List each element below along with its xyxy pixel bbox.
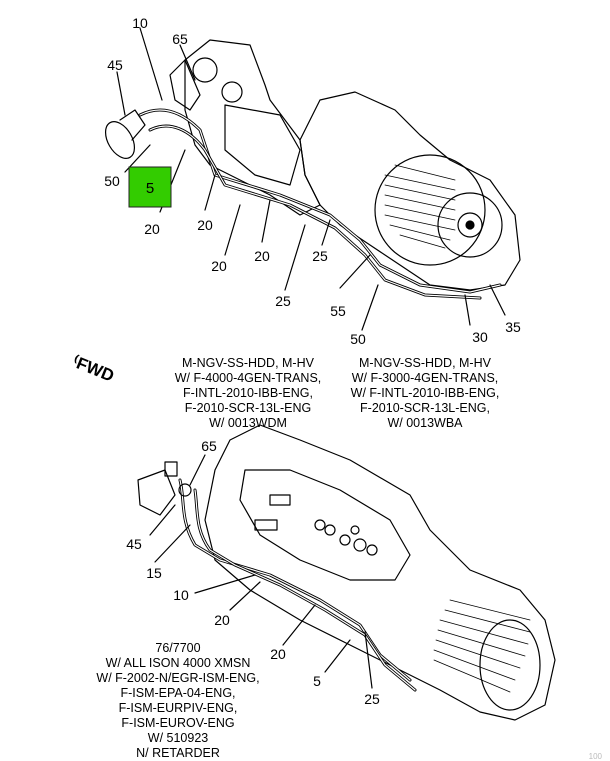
caption-line: F-INTL-2010-IBB-ENG,	[183, 386, 313, 400]
caption-right: M-NGV-SS-HDD, M-HV W/ F-3000-4GEN-TRANS,…	[340, 356, 510, 431]
callout-45-bottom[interactable]: 45	[126, 536, 142, 552]
caption-line: W/ F-INTL-2010-IBB-ENG,	[350, 386, 500, 400]
callout-5-bottom[interactable]: 5	[313, 673, 321, 689]
caption-left: M-NGV-SS-HDD, M-HV W/ F-4000-4GEN-TRANS,…	[163, 356, 333, 431]
torque-converter-top	[374, 154, 486, 266]
callout-20-b[interactable]: 20	[197, 217, 213, 233]
callout-25-b[interactable]: 25	[275, 293, 291, 309]
caption-line: W/ F-3000-4GEN-TRANS,	[351, 371, 499, 385]
engine-block-top	[184, 39, 321, 216]
caption-line: W/ 510923	[147, 731, 209, 745]
callout-50-b[interactable]: 50	[350, 331, 366, 347]
callout-20-c[interactable]: 20	[211, 258, 227, 274]
transmission-housing-top	[299, 91, 521, 291]
corner-mark: 100	[588, 752, 602, 761]
caption-line: W/ F-2002-N/EGR-ISM-ENG,	[96, 671, 260, 685]
callout-20-d[interactable]: 20	[254, 248, 270, 264]
callout-65-top[interactable]: 65	[172, 31, 188, 47]
callout-20-f[interactable]: 20	[270, 646, 286, 662]
caption-line: M-NGV-SS-HDD, M-HV	[359, 356, 491, 370]
caption-line: M-NGV-SS-HDD, M-HV	[182, 356, 314, 370]
caption-line: N/ RETARDER	[136, 746, 220, 760]
callout-15[interactable]: 15	[146, 565, 162, 581]
caption-line: F-ISM-EURPIV-ENG,	[118, 701, 238, 715]
caption-line: F-2010-SCR-13L-ENG	[184, 401, 312, 415]
caption-line: F-ISM-EPA-04-ENG,	[120, 686, 236, 700]
highlighted-part-label: 5	[146, 180, 154, 197]
caption-bottom: 76/7700 W/ ALL ISON 4000 XMSN W/ F-2002-…	[78, 641, 278, 761]
caption-line: W/ ALL ISON 4000 XMSN	[105, 656, 251, 670]
callout-20-e[interactable]: 20	[214, 612, 230, 628]
callout-25-bottom[interactable]: 25	[364, 691, 380, 707]
caption-line: F-2010-SCR-13L-ENG,	[360, 401, 490, 415]
callout-65-bottom[interactable]: 65	[201, 438, 217, 454]
caption-line: F-ISM-EUROV-ENG	[121, 716, 235, 730]
callout-50-top[interactable]: 50	[104, 173, 120, 189]
callout-30[interactable]: 30	[472, 329, 488, 345]
caption-line: W/ F-4000-4GEN-TRANS,	[174, 371, 322, 385]
highlighted-part-box[interactable]	[128, 166, 172, 208]
callout-10-bottom[interactable]: 10	[173, 587, 189, 603]
transmission-housing-bottom	[204, 424, 556, 721]
callout-45-top[interactable]: 45	[107, 57, 123, 73]
caption-line: 76/7700	[155, 641, 201, 655]
callout-35[interactable]: 35	[505, 319, 521, 335]
callout-10-top[interactable]: 10	[132, 15, 148, 31]
elbow-fitting-top	[104, 121, 136, 159]
caption-line: W/ 0013WDM	[209, 416, 287, 430]
callout-55[interactable]: 55	[330, 303, 346, 319]
callout-25-a[interactable]: 25	[312, 248, 328, 264]
elbow-fitting-bottom	[137, 469, 176, 516]
caption-line: W/ 0013WBA	[387, 416, 463, 430]
callout-20-a[interactable]: 20	[144, 221, 160, 237]
